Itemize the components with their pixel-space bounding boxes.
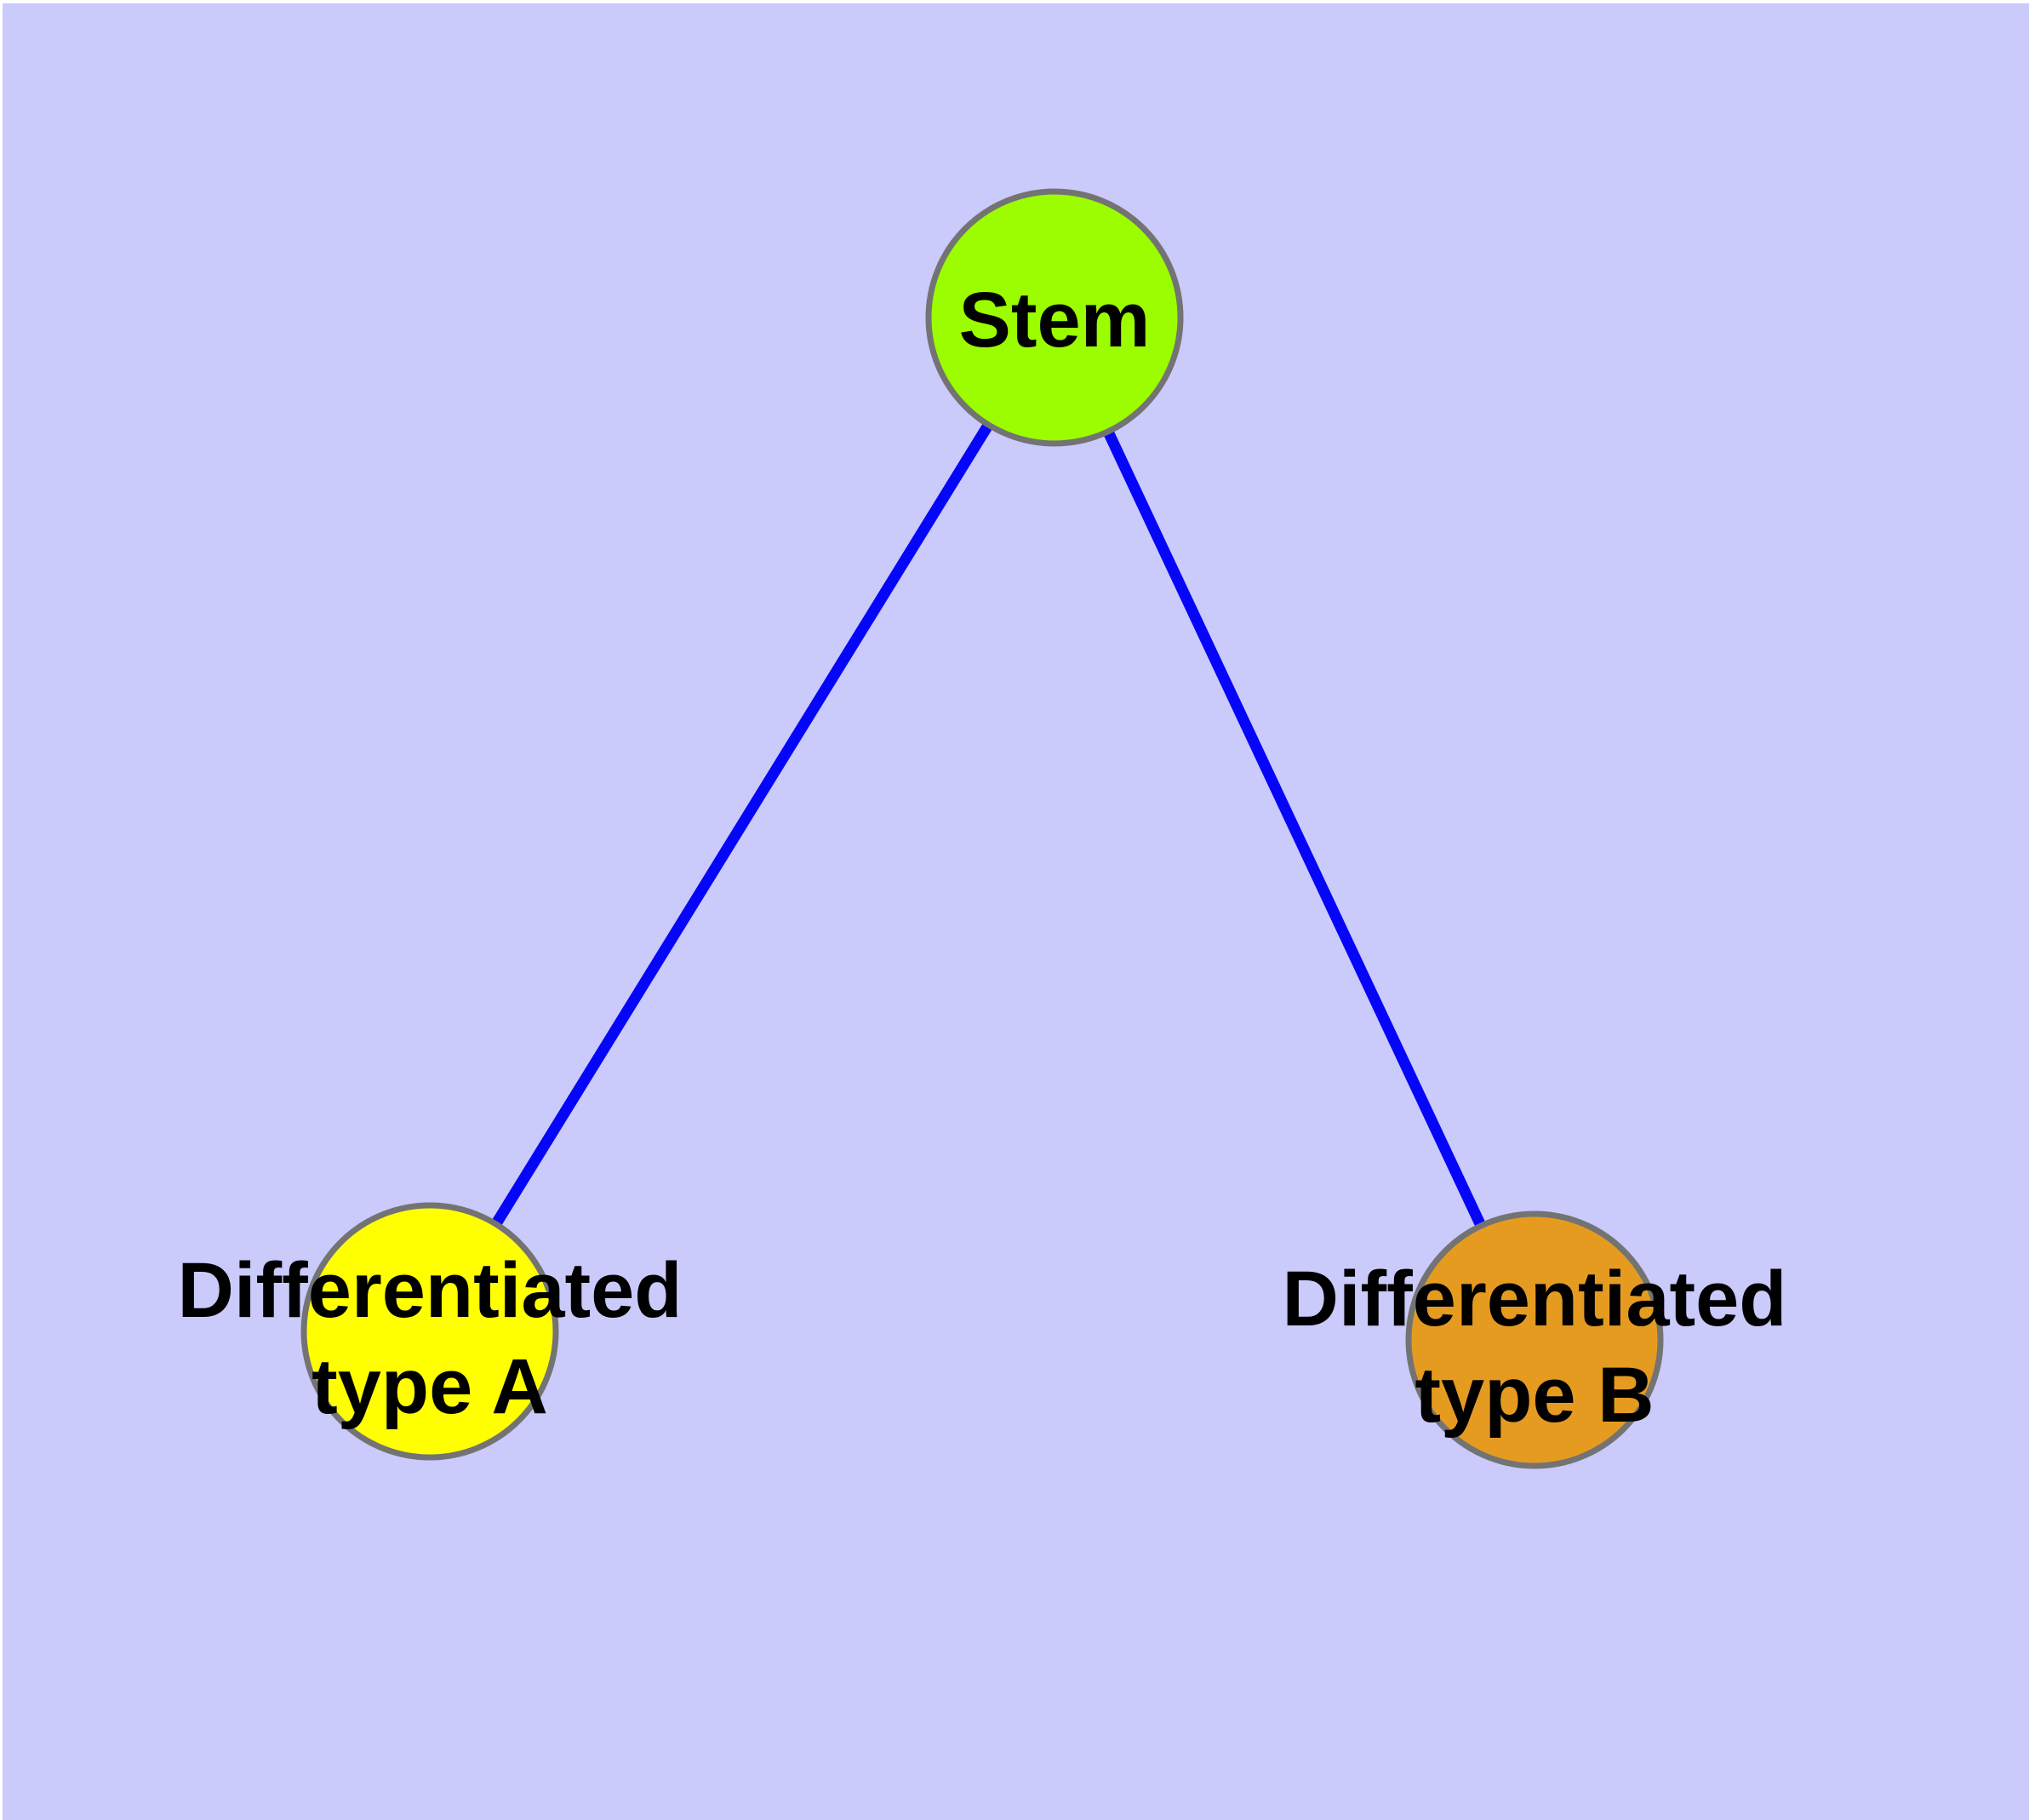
- node-type-b-label-line1: Differentiated: [1283, 1256, 1787, 1342]
- edge-stem-to-type-b: [1049, 315, 1540, 1342]
- node-differentiated-type-a: [300, 1202, 559, 1461]
- node-stem: [925, 188, 1184, 447]
- edge-stem-to-type-a: [425, 314, 1060, 1335]
- node-stem-label: Stem: [959, 277, 1151, 363]
- node-type-b-label-line2: type B: [1415, 1352, 1654, 1439]
- node-type-a-label-line2: type A: [311, 1343, 548, 1430]
- node-type-a-label-line1: Differentiated: [178, 1247, 683, 1334]
- node-differentiated-type-b: [1405, 1210, 1664, 1469]
